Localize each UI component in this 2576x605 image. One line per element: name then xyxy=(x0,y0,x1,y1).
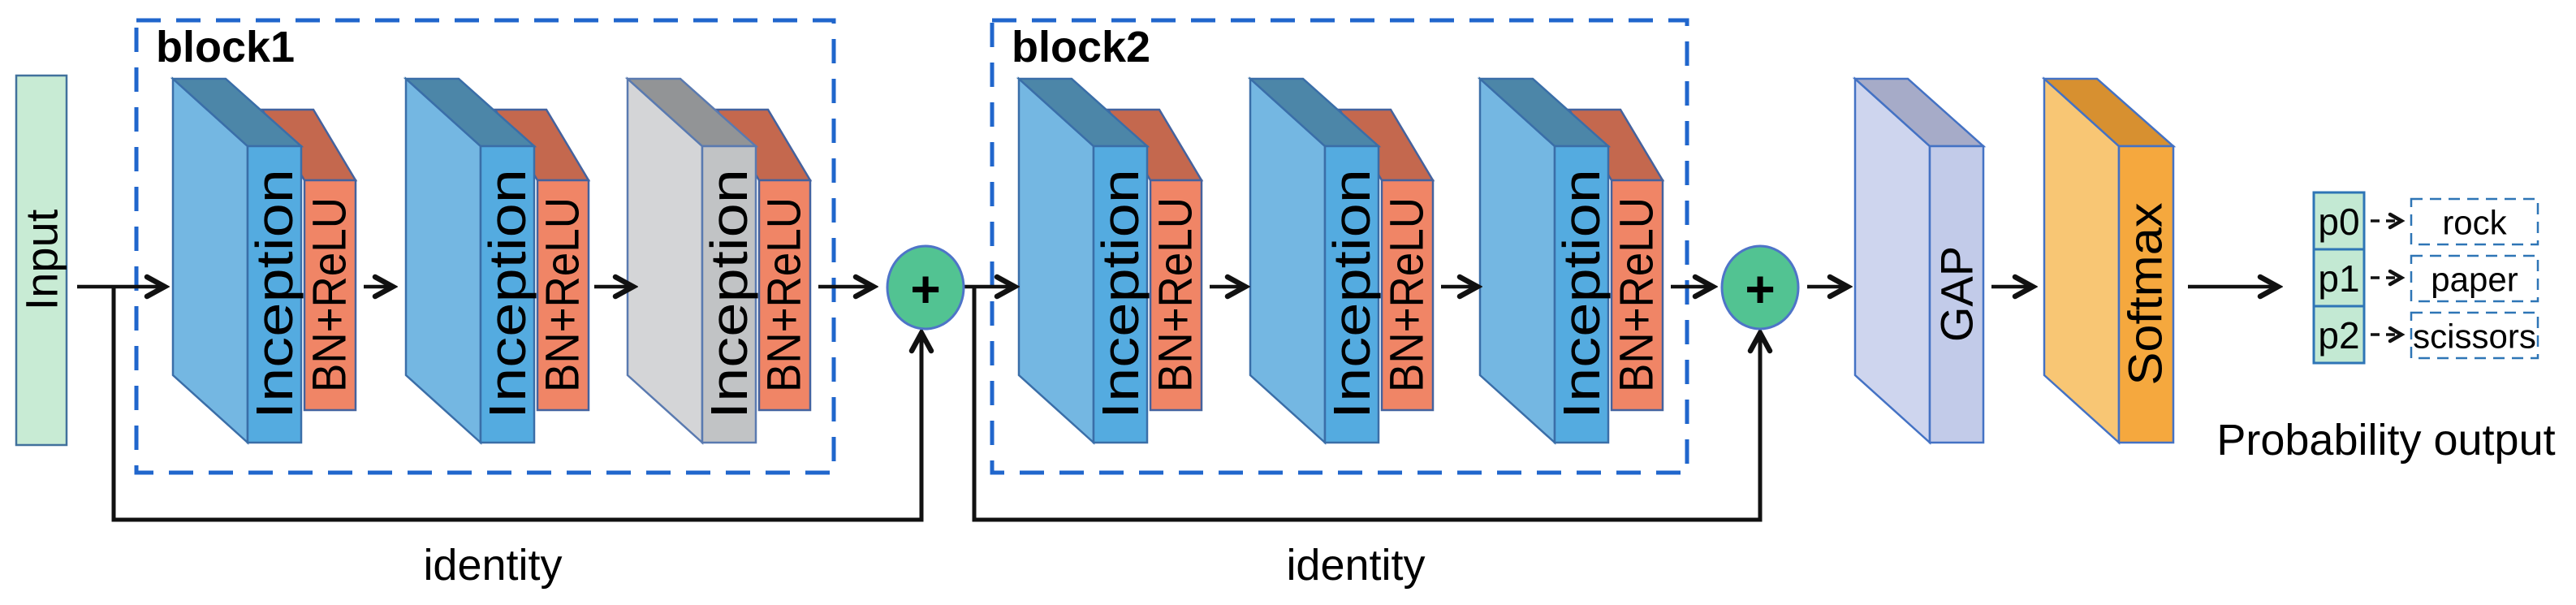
plus-symbol-2: + xyxy=(1745,260,1775,318)
p0-cell-label: p0 xyxy=(2318,201,2359,243)
gap-slab xyxy=(1928,145,1985,444)
block1-dashed-border xyxy=(134,18,836,475)
bn-relu-slab xyxy=(303,179,357,412)
inception-slab xyxy=(1092,145,1149,444)
bn-relu-label: BN+ReLU xyxy=(1150,197,1202,392)
block2-label: block2 xyxy=(1012,23,1150,71)
gap-layer: GAP xyxy=(1852,76,1987,445)
class-label-rock: rock xyxy=(2442,204,2507,242)
bn-relu-slab xyxy=(757,179,812,412)
inception-slab xyxy=(1553,145,1610,444)
bn-relu-label: BN+ReLU xyxy=(537,197,589,392)
inception-label: Inception xyxy=(245,169,304,419)
inception-slab xyxy=(1323,145,1380,444)
inception-slab xyxy=(701,145,757,444)
prob-cell-p0 xyxy=(2312,191,2366,251)
bn-relu-slab xyxy=(1380,179,1435,412)
inception-slab xyxy=(246,145,303,444)
identity-label-1: identity xyxy=(423,541,562,590)
input-label: Input xyxy=(16,209,67,310)
add-node-2: + xyxy=(1720,244,1800,331)
class-box-rock xyxy=(2410,197,2539,246)
identity-path-1: identity xyxy=(111,287,921,590)
p1-cell-label: p1 xyxy=(2318,257,2359,300)
softmax-label: Softmax xyxy=(2120,203,2173,386)
softmax-slab xyxy=(2117,145,2175,444)
bn-relu-label: BN+ReLU xyxy=(304,197,356,392)
block2-layer3: Inception BN+ReLU xyxy=(1477,76,1665,445)
class-box-scissors xyxy=(2410,311,2539,360)
identity-path-2: identity xyxy=(972,287,1760,590)
identity-label-2: identity xyxy=(1286,541,1425,590)
add-circle-1 xyxy=(886,244,965,331)
p2-cell-label: p2 xyxy=(2318,314,2359,357)
add-node-1: + xyxy=(886,244,965,331)
block2-container: block2 xyxy=(990,18,1689,475)
inception-label: Inception xyxy=(1323,169,1381,419)
block2-dashed-border xyxy=(990,18,1689,475)
class-label-paper: paper xyxy=(2431,261,2518,299)
identity-line-1 xyxy=(111,287,921,522)
probability-caption: Probability output xyxy=(2216,416,2555,465)
inception-label: Inception xyxy=(1091,169,1150,419)
block1-container: block1 xyxy=(134,18,836,475)
block1-label: block1 xyxy=(156,23,295,71)
prob-cell-p1 xyxy=(2312,248,2366,308)
plus-symbol-1: + xyxy=(910,260,940,318)
prob-cell-p2 xyxy=(2312,305,2366,365)
bn-relu-label: BN+ReLU xyxy=(758,197,811,392)
inception-label: Inception xyxy=(700,169,758,419)
block1-layer2: Inception BN+ReLU xyxy=(403,76,591,445)
bn-relu-slab xyxy=(1610,179,1664,412)
input-layer: Input xyxy=(15,74,68,447)
input-box xyxy=(15,74,68,447)
bn-relu-slab xyxy=(1149,179,1203,412)
softmax-layer: Softmax xyxy=(2041,76,2177,445)
inception-label: Inception xyxy=(478,169,537,419)
class-label-scissors: scissors xyxy=(2413,318,2536,356)
block2-layer2: Inception BN+ReLU xyxy=(1247,76,1435,445)
bn-relu-label: BN+ReLU xyxy=(1381,197,1434,392)
inception-slab xyxy=(479,145,536,444)
probability-cells: p0 p1 p2 rock paper scissors Probability… xyxy=(2216,191,2556,465)
bn-relu-label: BN+ReLU xyxy=(1611,197,1663,392)
identity-line-2 xyxy=(972,287,1760,522)
block2-layer1: Inception BN+ReLU xyxy=(1016,76,1204,445)
class-box-paper xyxy=(2410,254,2539,303)
block1-layer3: Inception BN+ReLU xyxy=(624,76,813,445)
block1-layer1: Inception BN+ReLU xyxy=(170,76,358,445)
bn-relu-slab xyxy=(536,179,590,412)
gap-label: GAP xyxy=(1931,246,1983,342)
add-circle-2 xyxy=(1720,244,1800,331)
inception-label: Inception xyxy=(1552,169,1611,419)
